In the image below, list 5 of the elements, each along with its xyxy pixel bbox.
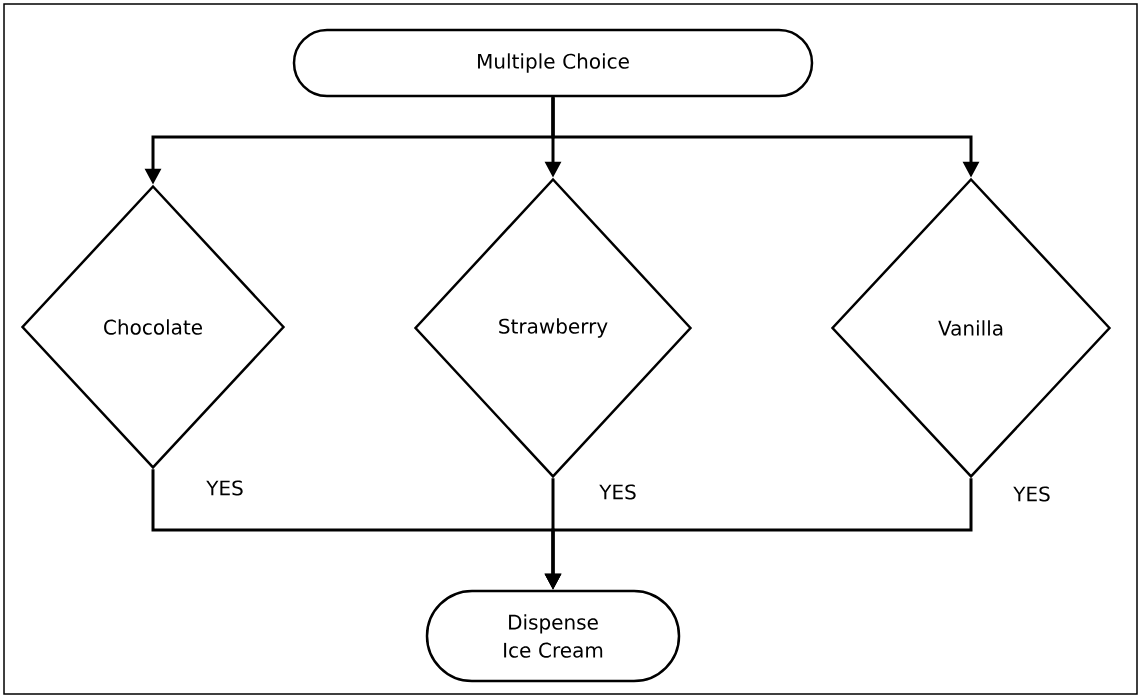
terminal-box: Dispense Ice Cream [425, 589, 681, 683]
edge-label: YES [204, 478, 246, 498]
edge-label: YES [1011, 484, 1053, 504]
edge-label: YES [597, 482, 639, 502]
terminal-box: Multiple Choice [292, 28, 814, 98]
